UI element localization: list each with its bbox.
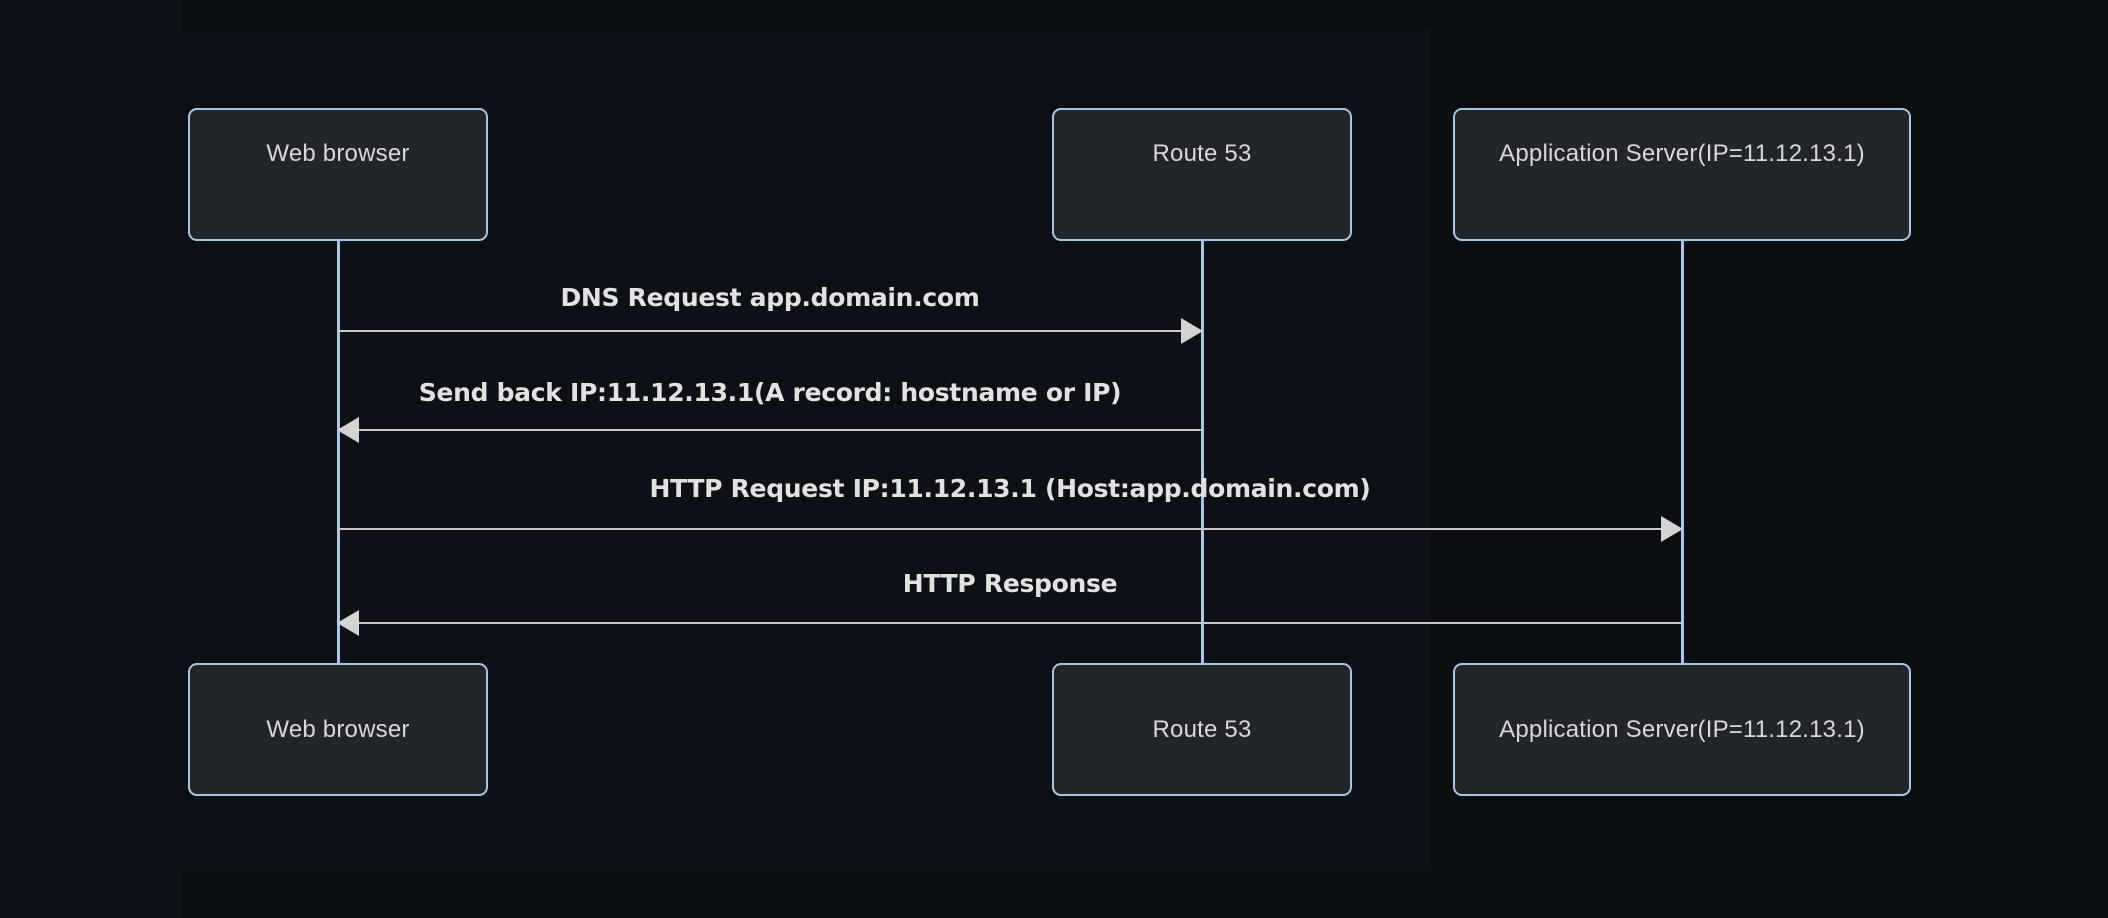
message-arrowhead-4 xyxy=(337,610,359,636)
message-arrowhead-2 xyxy=(337,417,359,443)
participant-label-browser-bottom: Web browser xyxy=(266,715,410,743)
participant-label-route53-bottom: Route 53 xyxy=(1152,715,1252,743)
participant-label-route53-top: Route 53 xyxy=(1152,140,1252,167)
participant-label-appserver-bottom: Application Server(IP=11.12.13.1) xyxy=(1499,715,1865,743)
message-line-3 xyxy=(337,528,1681,530)
participant-box-route53-bottom[interactable]: Route 53 xyxy=(1052,663,1352,796)
message-line-4 xyxy=(337,622,1681,624)
participant-label-appserver-top: Application Server(IP=11.12.13.1) xyxy=(1499,140,1865,167)
participant-box-browser-top[interactable]: Web browser xyxy=(188,108,488,241)
message-label-4: HTTP Response xyxy=(902,569,1118,598)
message-line-1 xyxy=(337,330,1201,332)
message-line-2 xyxy=(337,429,1201,431)
participant-box-route53-top[interactable]: Route 53 xyxy=(1052,108,1352,241)
lifeline-route53 xyxy=(1201,241,1204,664)
participant-box-appserver-bottom[interactable]: Application Server(IP=11.12.13.1) xyxy=(1453,663,1911,796)
lifeline-appserver xyxy=(1681,241,1684,664)
participant-box-appserver-top[interactable]: Application Server(IP=11.12.13.1) xyxy=(1453,108,1911,241)
lifeline-browser xyxy=(337,241,340,664)
message-label-3: HTTP Request IP:11.12.13.1 (Host:app.dom… xyxy=(649,474,1371,503)
message-label-1: DNS Request app.domain.com xyxy=(560,283,980,312)
participant-label-browser-top: Web browser xyxy=(266,140,410,167)
message-label-2: Send back IP:11.12.13.1(A record: hostna… xyxy=(418,378,1122,407)
message-arrowhead-3 xyxy=(1661,516,1683,542)
participant-box-browser-bottom[interactable]: Web browser xyxy=(188,663,488,796)
background-panel-left xyxy=(0,0,182,918)
message-arrowhead-1 xyxy=(1181,318,1203,344)
